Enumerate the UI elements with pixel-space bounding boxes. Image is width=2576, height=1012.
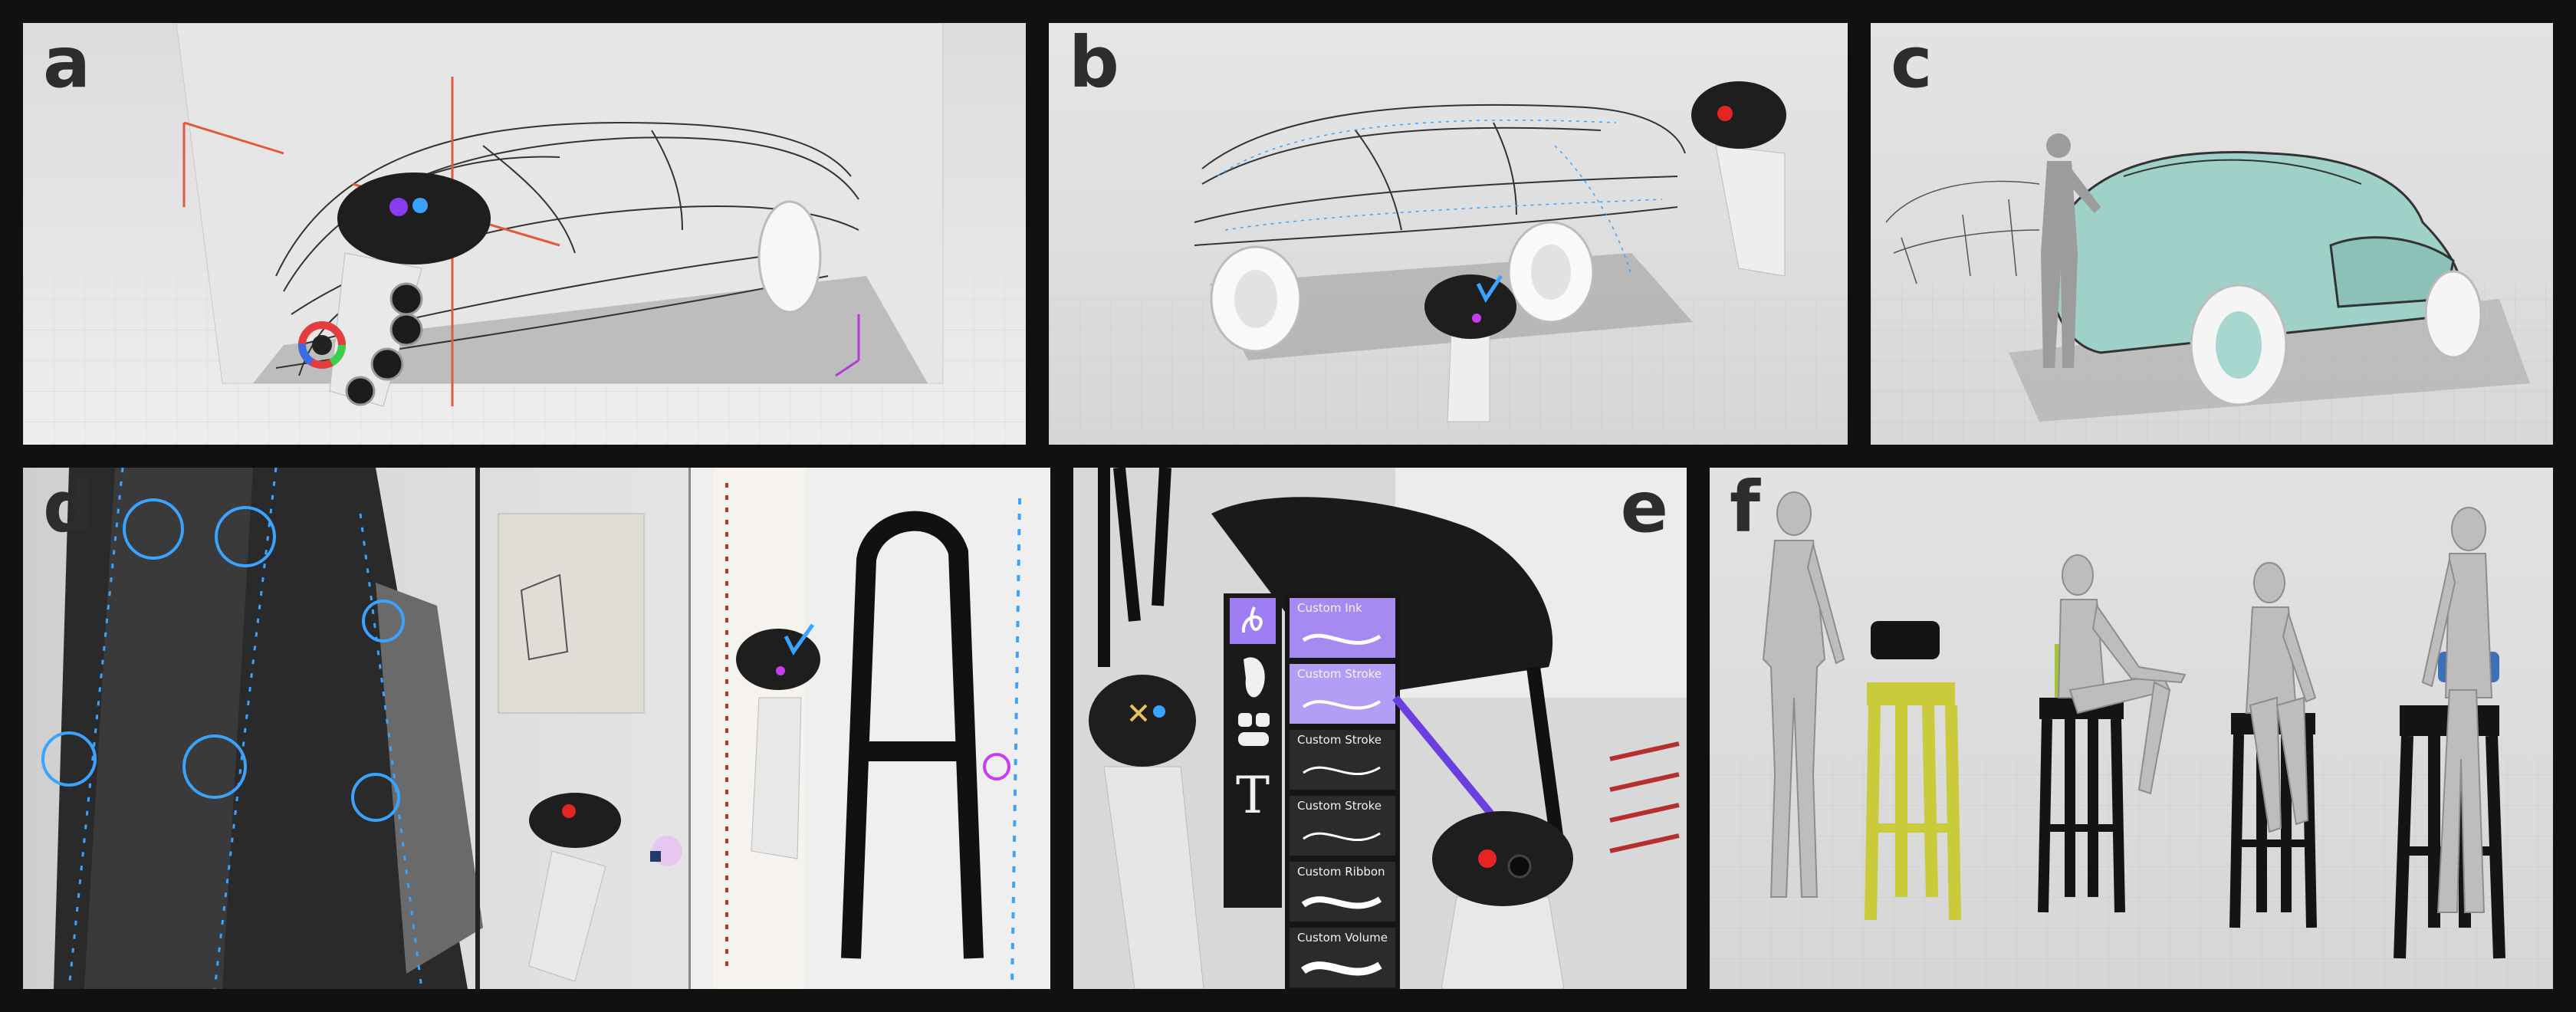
brush-menu-label: Custom Stroke bbox=[1297, 733, 1382, 747]
vr-controller-right[interactable] bbox=[1432, 811, 1573, 989]
text-tool-icon[interactable]: T bbox=[1236, 766, 1270, 825]
tool-button[interactable] bbox=[389, 313, 423, 347]
color-picker-wheel[interactable] bbox=[298, 321, 346, 369]
brush-menu-label: Custom Stroke bbox=[1297, 799, 1382, 813]
vr-controller-right[interactable] bbox=[736, 623, 820, 859]
brush-menu-label: Custom Ribbon bbox=[1297, 865, 1385, 879]
car-wheel bbox=[757, 200, 822, 314]
panel-b-scene bbox=[1049, 23, 1848, 445]
vr-controller-right[interactable] bbox=[1691, 81, 1786, 277]
panel-d-chair-editing: d bbox=[23, 468, 1050, 989]
panel-label-d: d bbox=[43, 468, 94, 548]
ghost-sketch bbox=[1885, 180, 2040, 284]
brush-menu-item[interactable]: Custom Ink bbox=[1290, 598, 1395, 658]
brush-menu-item[interactable]: Custom Ribbon bbox=[1290, 862, 1395, 922]
chair-frame bbox=[841, 511, 984, 959]
brush-menu-label: Custom Ink bbox=[1297, 601, 1362, 615]
car-wireframe bbox=[1194, 104, 1686, 246]
mannequin-sitting bbox=[2245, 562, 2317, 833]
brush-menu-label: Custom Volume bbox=[1297, 931, 1388, 945]
stool-yellow bbox=[1865, 621, 1961, 921]
mannequin-sitting bbox=[2057, 554, 2187, 795]
tool-button[interactable] bbox=[345, 376, 376, 406]
panel-b-stroke-selection: b bbox=[1049, 23, 1848, 445]
panel-c-car-with-mannequin: c bbox=[1871, 23, 2553, 445]
panel-label-e: e bbox=[1620, 468, 1668, 548]
panel-e-scene: T Custom Ink Custom Stroke Custom Stroke bbox=[1073, 468, 1687, 989]
shape-icon[interactable] bbox=[1238, 713, 1252, 727]
panel-label-f: f bbox=[1730, 468, 1761, 548]
tool-button[interactable] bbox=[389, 282, 423, 316]
brush-menu-item[interactable]: Custom Stroke bbox=[1290, 796, 1395, 856]
blob-icon[interactable] bbox=[1244, 657, 1265, 698]
car-wheel bbox=[2424, 270, 2482, 359]
panel-e-brush-menu: e bbox=[1073, 468, 1687, 989]
control-point-handles[interactable] bbox=[41, 498, 405, 822]
tool-strip: T bbox=[1224, 593, 1282, 908]
brush-menu: Custom Ink Custom Stroke Custom Stroke C… bbox=[1285, 593, 1400, 989]
panel-d-scene bbox=[23, 468, 1050, 989]
brush-menu-item[interactable]: Custom Volume bbox=[1290, 928, 1395, 987]
brush-menu-item[interactable]: Custom Stroke bbox=[1290, 664, 1395, 724]
mannequin-standing bbox=[1762, 491, 1845, 898]
selected-strokes bbox=[1217, 119, 1663, 277]
vr-controller-left[interactable] bbox=[1089, 675, 1204, 989]
pointer-ray bbox=[1392, 695, 1506, 831]
mannequin bbox=[2041, 133, 2101, 368]
vr-controller[interactable] bbox=[528, 793, 621, 982]
panel-c-scene bbox=[1871, 23, 2553, 445]
panel-f-mannequins-and-stools: f bbox=[1710, 468, 2553, 989]
panel-f-scene bbox=[1710, 468, 2553, 989]
brush-icon bbox=[1241, 606, 1263, 633]
panel-label-a: a bbox=[43, 23, 91, 104]
brush-menu-item[interactable]: Custom Stroke bbox=[1290, 730, 1395, 790]
tool-button[interactable] bbox=[370, 347, 404, 381]
panel-a-car-sketch-editor: a bbox=[23, 23, 1026, 445]
panel-a-scene bbox=[23, 23, 1026, 445]
mannequin-leaning bbox=[2421, 507, 2493, 913]
brush-menu-label: Custom Stroke bbox=[1297, 667, 1382, 681]
panel-label-c: c bbox=[1891, 23, 1933, 104]
vr-controller-left[interactable] bbox=[1424, 274, 1516, 422]
panel-label-b: b bbox=[1069, 23, 1119, 104]
